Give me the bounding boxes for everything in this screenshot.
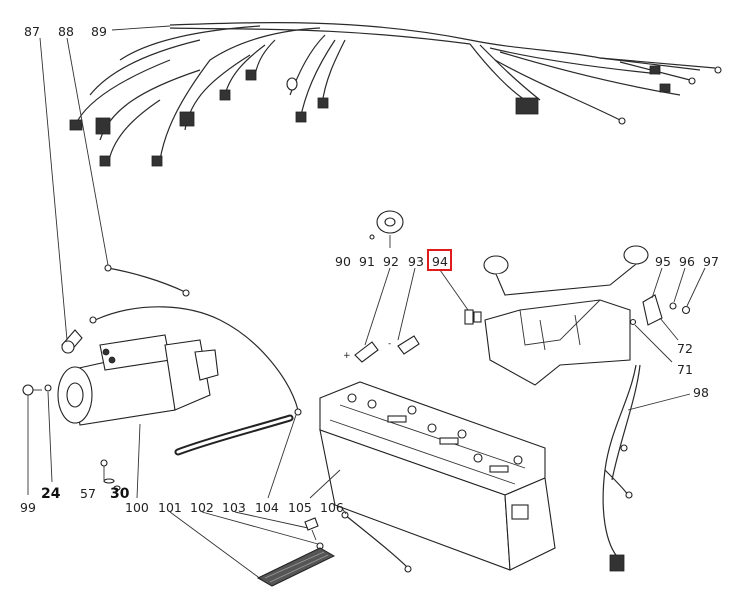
starter-motor-100 [57, 334, 219, 426]
label-93: 93 [408, 254, 424, 269]
strap-101 [256, 547, 336, 587]
label-102: 102 [190, 500, 214, 515]
bolt-99 [22, 384, 52, 396]
label-98: 98 [693, 385, 709, 400]
nut-96 [669, 302, 677, 310]
label-71: 71 [677, 362, 693, 377]
terminal-92 [354, 341, 379, 363]
label-94: 94 [432, 254, 448, 269]
battery-bracket [483, 245, 649, 386]
bolt-97 [681, 305, 691, 315]
cable-eye-87 [61, 329, 83, 354]
switch-94 [464, 309, 482, 325]
wiring-harness [69, 22, 722, 167]
cable-88 [104, 264, 190, 297]
label-103: 103 [222, 500, 246, 515]
screw-57 [100, 459, 121, 491]
grommet-91 [369, 210, 404, 240]
label-72: 72 [677, 341, 693, 356]
cable-98 [602, 364, 641, 572]
label-91: 91 [359, 254, 375, 269]
cable-104 [89, 306, 302, 416]
label-95: 95 [655, 254, 671, 269]
label-90: 90 [335, 254, 351, 269]
label-97: 97 [703, 254, 719, 269]
label-plus: + [343, 351, 351, 361]
clamp-95 [642, 294, 663, 326]
highlight-box-94 [427, 249, 452, 271]
label-100: 100 [125, 500, 149, 515]
label-minus: - [388, 339, 391, 349]
label-101: 101 [158, 500, 182, 515]
hose [174, 414, 294, 456]
label-30: 30 [110, 486, 130, 502]
bolt-103 [304, 517, 319, 541]
label-89: 89 [91, 24, 107, 39]
label-99: 99 [20, 500, 36, 515]
label-105: 105 [288, 500, 312, 515]
leader-lines [27, 25, 706, 583]
label-104: 104 [255, 500, 279, 515]
label-87: 87 [24, 24, 40, 39]
part-labels: 87 88 89 90 91 92 93 94 95 96 97 72 71 9… [20, 24, 719, 515]
label-106: 106 [320, 500, 344, 515]
terminal-93 [397, 335, 420, 355]
label-24: 24 [41, 486, 61, 502]
battery-105 [319, 381, 556, 571]
label-92: 92 [383, 254, 399, 269]
washer-71 [629, 318, 637, 326]
label-57: 57 [80, 486, 96, 501]
label-96: 96 [679, 254, 695, 269]
label-88: 88 [58, 24, 74, 39]
